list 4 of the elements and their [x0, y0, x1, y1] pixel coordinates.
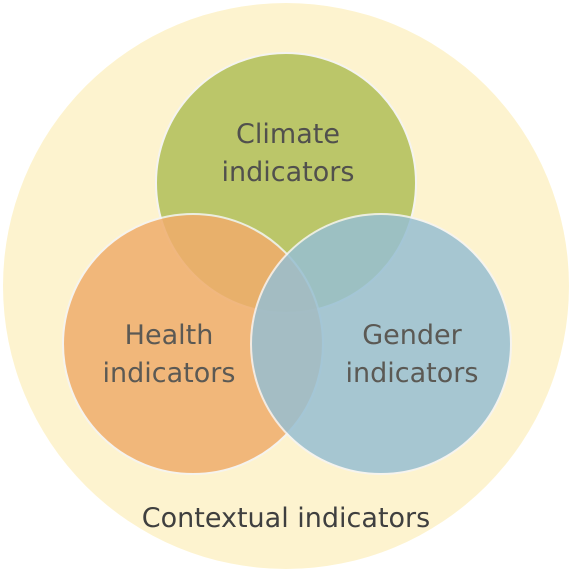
- circle-label: Gender indicators: [344, 319, 480, 391]
- circle-label: Contextual indicators: [140, 502, 432, 536]
- circle-label: Health indicators: [102, 319, 236, 391]
- circle-label: Climate indicators: [220, 118, 356, 190]
